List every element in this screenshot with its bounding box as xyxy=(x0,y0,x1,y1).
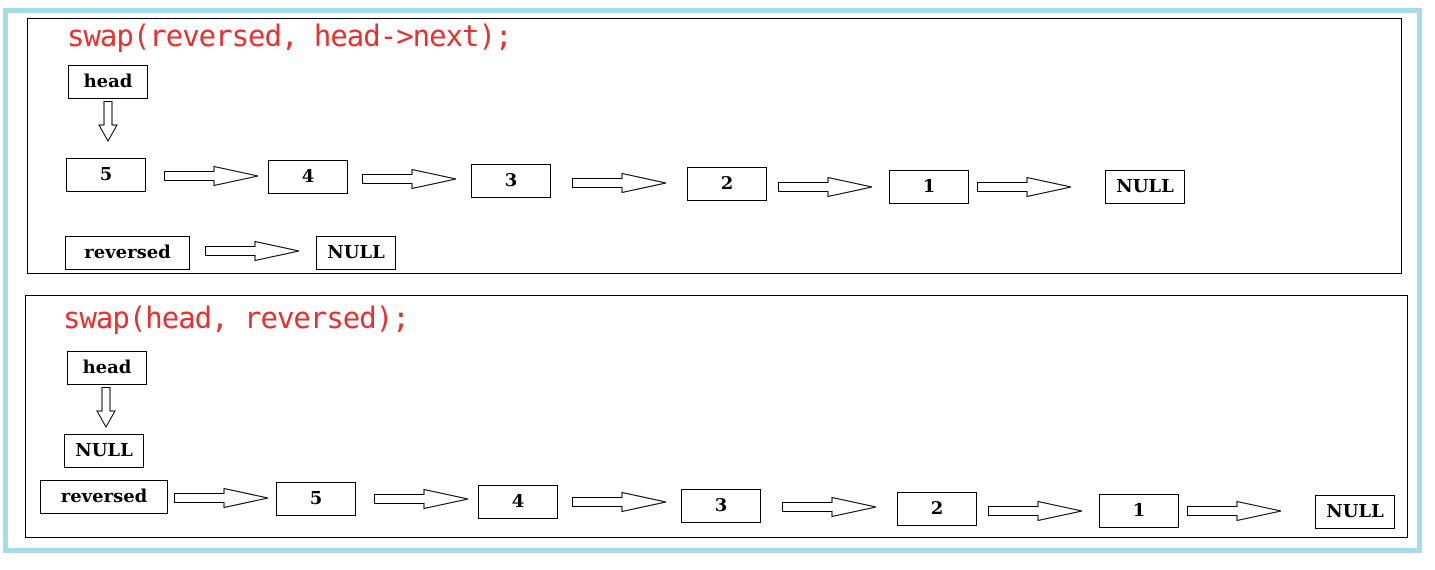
down-arrow-icon xyxy=(98,101,118,143)
list-node: 5 xyxy=(66,158,146,192)
null-node: NULL xyxy=(316,236,396,270)
down-arrow-icon xyxy=(96,387,116,429)
reversed-pointer-box: reversed xyxy=(65,236,190,270)
right-arrow-icon xyxy=(977,176,1072,198)
list-node: 2 xyxy=(897,492,977,526)
code-line: swap(head, reversed); xyxy=(63,301,410,335)
right-arrow-icon xyxy=(572,172,667,194)
list-node: 5 xyxy=(276,482,356,516)
panel-swap-head-reversed: swap(head, reversed); head NULL reversed… xyxy=(25,295,1408,538)
right-arrow-icon xyxy=(988,500,1083,522)
right-arrow-icon xyxy=(778,176,873,198)
right-arrow-icon xyxy=(374,488,469,510)
null-node: NULL xyxy=(1315,495,1395,529)
list-node: 3 xyxy=(681,489,761,523)
null-node: NULL xyxy=(1105,170,1185,204)
right-arrow-icon xyxy=(205,240,300,262)
code-line: swap(reversed, head->next); xyxy=(67,19,512,53)
list-node: 1 xyxy=(889,170,969,204)
panel-swap-reversed-head-next: swap(reversed, head->next); head 5 4 3 2… xyxy=(27,18,1402,274)
head-pointer-box: head xyxy=(67,351,147,385)
right-arrow-icon xyxy=(174,487,269,509)
null-node: NULL xyxy=(64,434,144,468)
right-arrow-icon xyxy=(1187,500,1282,522)
right-arrow-icon xyxy=(572,491,667,513)
right-arrow-icon xyxy=(164,165,259,187)
list-node: 1 xyxy=(1099,494,1179,528)
list-node: 2 xyxy=(687,167,767,201)
right-arrow-icon xyxy=(362,168,457,190)
list-node: 4 xyxy=(268,160,348,194)
list-node: 4 xyxy=(478,485,558,519)
reversed-pointer-box: reversed xyxy=(40,480,168,514)
right-arrow-icon xyxy=(782,496,877,518)
list-node: 3 xyxy=(471,164,551,198)
head-pointer-box: head xyxy=(68,65,148,99)
